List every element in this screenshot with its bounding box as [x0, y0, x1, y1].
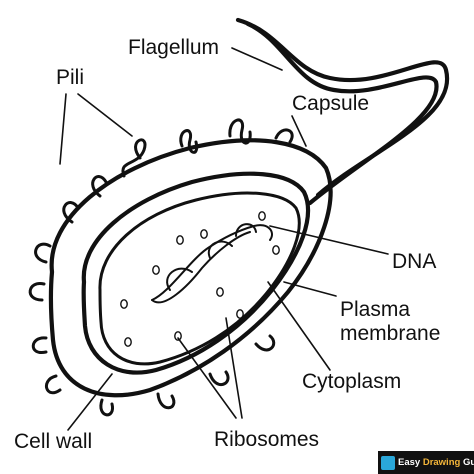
label-cytoplasm: Cytoplasm: [302, 370, 401, 393]
label-ribosomes: Ribosomes: [214, 428, 319, 451]
label-capsule: Capsule: [292, 92, 369, 115]
easy-drawing-guides-watermark: Easy Drawing Guides: [378, 451, 474, 474]
easy-drawing-guides-logo-icon: [381, 455, 395, 470]
capsule-outline: [48, 138, 333, 398]
leader-lines: [59, 47, 389, 431]
label-plasma-membrane-line2: membrane: [340, 322, 440, 345]
label-plasma-membrane-line1: Plasma: [340, 298, 410, 321]
plasma-membrane-outline: [98, 191, 301, 366]
flagellum: [235, 17, 450, 206]
dna: [151, 223, 273, 304]
cell-wall-outline: [81, 171, 310, 375]
label-dna: DNA: [392, 250, 436, 273]
watermark-text: Easy Drawing Guides: [398, 457, 474, 468]
pili: [28, 118, 294, 417]
label-cell-wall: Cell wall: [14, 430, 92, 453]
label-flagellum: Flagellum: [128, 36, 219, 59]
ribosomes: [120, 211, 280, 347]
label-pili: Pili: [56, 66, 84, 89]
